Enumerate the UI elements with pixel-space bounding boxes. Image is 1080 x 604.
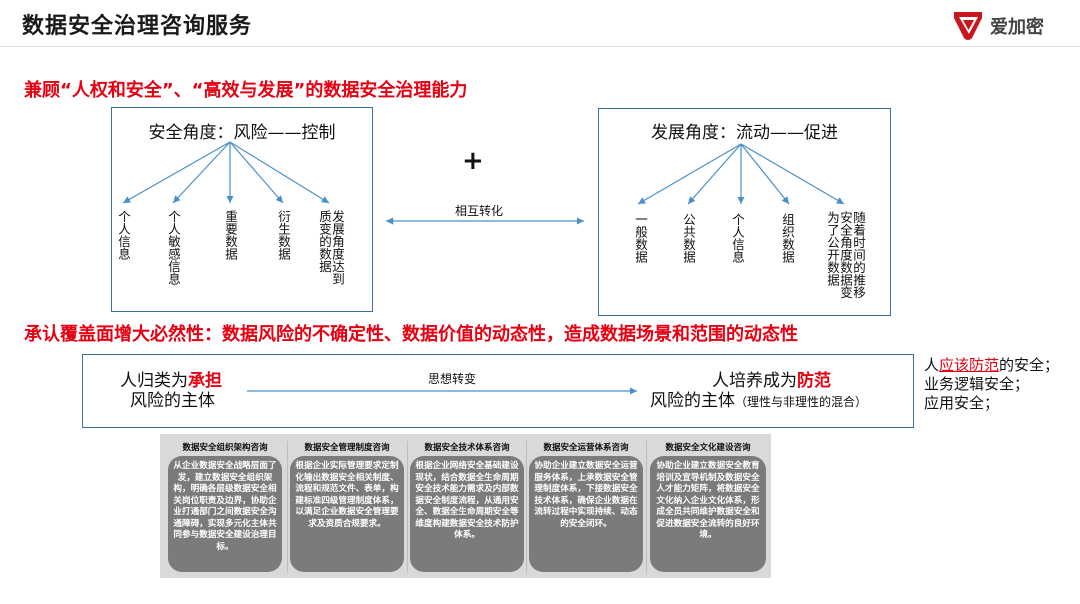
service-desc-tech: 根据企业网络安全基础建设现状，结合数据全生命周期安全技术能力需求及内部数据安全制… [410,456,524,572]
header-divider [0,46,1080,47]
mindset-shift-box [82,354,914,428]
mindset-shift-label: 思想转变 [428,372,477,386]
arrow-to-general-data [637,143,742,205]
item-personal-info-2: 个人信息 [730,213,745,263]
service-title-org: 数据安全组织架构咨询 [182,443,268,453]
note-line1: 人应该防范的安全； [924,356,1059,375]
defender-subject-line2: 风险的主体（理性与非理性的混合） [650,391,867,413]
arrow-to-qualitative-data [229,141,330,204]
defender-line2-text: 风险的主体 [650,391,735,411]
section-heading-balance: 兼顾“人权和安全”、“高效与发展”的数据安全治理能力 [24,80,468,101]
service-title-culture: 数据安全文化建设咨询 [665,443,751,453]
item-time-public-data: 随着时间的推移安全角度数据变为了公开数据 [825,211,866,299]
item-qualitative-change-data: 发展角度达到质变的数据 [317,210,345,285]
arrow-to-public-data [687,143,742,205]
item-personal-sensitive-info: 个人敏感信息 [166,210,181,285]
bearer-highlight: 承担 [188,371,222,391]
mutual-conversion-arrow [386,217,584,225]
service-desc-culture: 协助企业建立数据安全教育培训及宣导机制及数据安全人才能力矩阵，将数据安全文化纳入… [650,456,766,572]
column-divider [646,441,647,573]
security-scope-note: 人应该防范的安全； 业务逻辑安全； 应用安全； [924,356,1059,413]
note-line1-highlight: 应该防范 [939,356,1000,374]
service-desc-org: 从企业数据安全战略层面了发，建立数据安全组织架构，明确各层级数据安全相关岗位职责… [168,456,282,572]
item-general-data: 一般数据 [633,213,648,263]
service-desc-operations: 协助企业建立数据安全运营服务体系，上承数据安全管理制度体系，下接数据安全技术体系… [529,456,643,572]
page-title: 数据安全治理咨询服务 [22,14,253,39]
mindset-shift-arrow [247,387,637,395]
development-tree-arrows [637,143,845,205]
development-perspective-title: 发展角度：流动——促进 [651,123,838,143]
arrow-to-derived-data [229,141,284,204]
bearer-subject-line2: 风险的主体 [130,391,215,411]
rational-note: （理性与非理性的混合） [735,395,868,409]
defender-highlight: 防范 [797,371,831,391]
arrow-to-public-over-time [740,143,845,205]
note-line1-pre: 人 [924,356,940,374]
service-desc-policy: 根据企业实际管理要求定制化输出数据安全相关制度、流程和规范文件、表单，构建标准四… [290,456,404,572]
defender-prefix: 人培养成为 [712,371,797,391]
bearer-subject-line1: 人归类为承担 [120,371,222,392]
mutual-conversion-label: 相互转化 [455,204,504,218]
aijiami-logo [954,12,982,40]
item-important-data: 重要数据 [223,210,238,260]
column-divider [526,441,527,573]
note-line1-post: 的安全； [999,356,1060,374]
security-perspective-box: 安全角度：风险——控制 [111,107,373,312]
service-title-policy: 数据安全管理制度咨询 [304,443,390,453]
security-perspective-title: 安全角度：风险——控制 [148,123,336,143]
service-title-tech: 数据安全技术体系咨询 [424,443,510,453]
note-line3: 应用安全； [924,394,1000,412]
item-derived-data: 衍生数据 [276,210,291,260]
item-public-data: 公共数据 [681,213,696,263]
column-divider [407,441,408,573]
service-title-operations: 数据安全运营体系咨询 [543,443,629,453]
development-perspective-box: 发展角度：流动——促进 [598,108,891,316]
arrow-to-org-data [740,143,790,205]
column-divider [287,441,288,573]
logo-text: 爱加密 [990,17,1044,38]
arrow-to-sensitive-info [172,141,231,204]
note-line2: 业务逻辑安全； [924,375,1030,393]
defender-subject-line1: 人培养成为防范 [712,371,831,392]
bearer-prefix: 人归类为 [120,371,188,391]
plus-symbol: + [462,146,484,176]
item-personal-info: 个人信息 [116,210,131,260]
security-tree-arrows [122,141,330,204]
section-heading-dynamics: 承认覆盖面增大必然性：数据风险的不确定性、数据价值的动态性，造成数据场景和范围的… [24,324,798,345]
item-org-data: 组织数据 [780,213,795,263]
arrow-to-personal-info [122,141,231,204]
